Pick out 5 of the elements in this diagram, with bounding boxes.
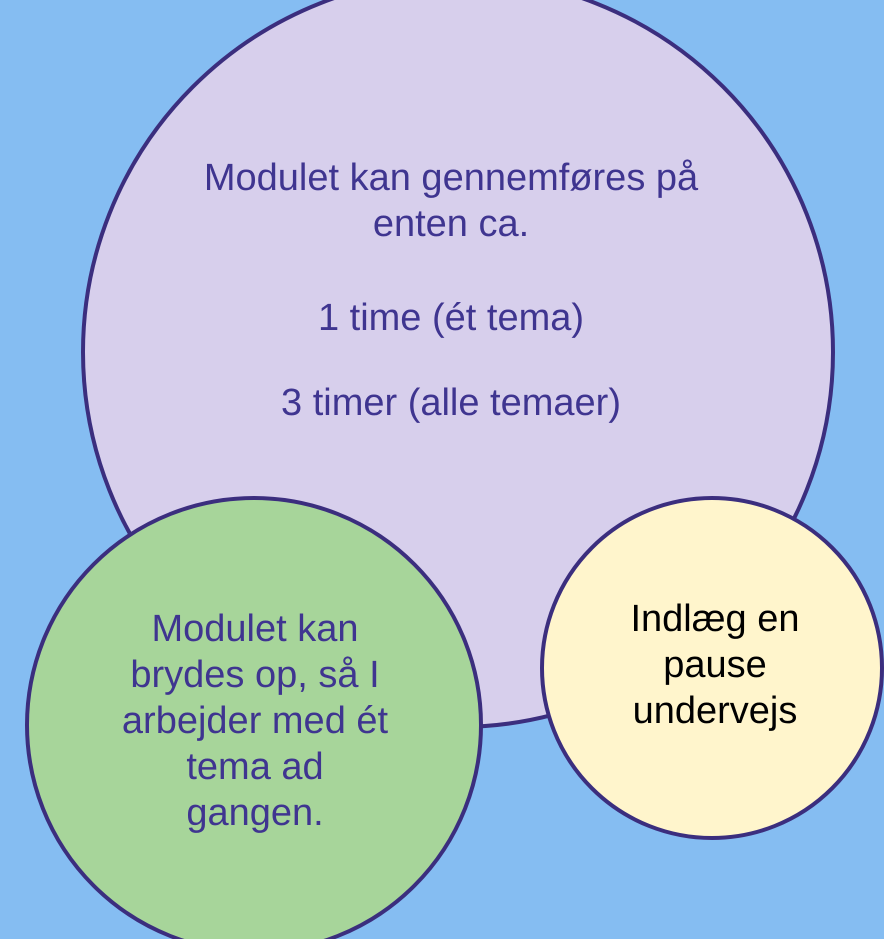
bubble-text: 3 timer (alle temaer) — [280, 381, 622, 426]
bubble-text: Modulet kan brydes op, så I arbejder med ét tema ad gangen. — [120, 607, 390, 836]
bubble-text: 1 time (ét tema) — [316, 296, 586, 341]
bubble-text: Indlæg en pause undervejs — [629, 597, 800, 734]
bubble-text: Modulet kan gennemføres på enten ca. — [202, 156, 700, 247]
